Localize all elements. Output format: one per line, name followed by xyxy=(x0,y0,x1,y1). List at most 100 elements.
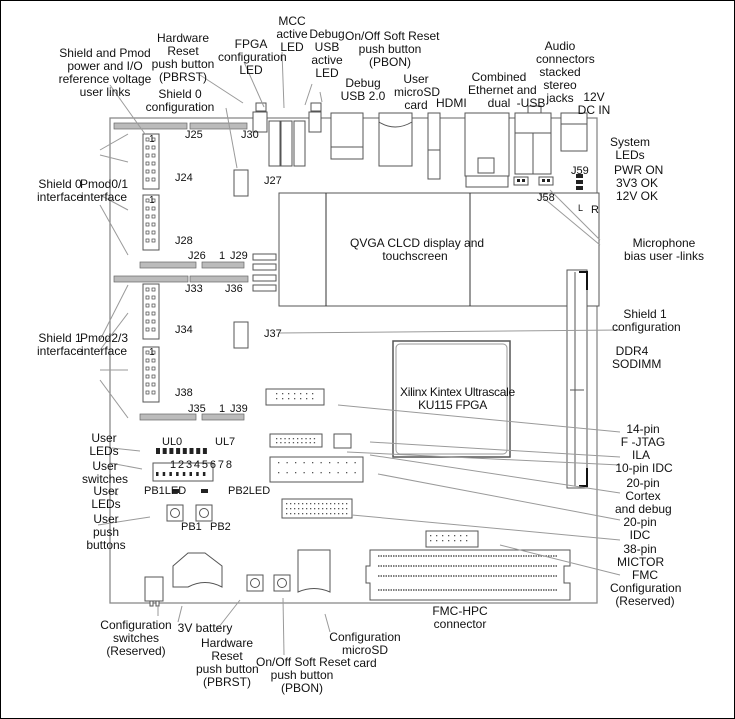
ref-j30: J30 xyxy=(241,129,259,141)
onoff-button-bottom[interactable] xyxy=(273,574,291,592)
ref-j36: J36 xyxy=(225,283,243,295)
ref-j27: J27 xyxy=(264,175,282,187)
ref-pb1led: PB1LED xyxy=(144,485,187,497)
ref-ul0: UL0 xyxy=(162,436,183,448)
fmc-hpc-connector xyxy=(365,549,571,601)
push-button-pb2[interactable] xyxy=(195,504,213,522)
onoff-button-top xyxy=(308,111,322,133)
led-pwr-on xyxy=(576,174,583,178)
jumper-j37 xyxy=(233,321,249,349)
ref-switch-numbers: 1 2 3 4 5 6 7 8 xyxy=(170,459,232,471)
ref-j38: J38 xyxy=(175,387,193,399)
ref-j58: J58 xyxy=(537,192,555,204)
ref-mic-l: L xyxy=(578,203,584,213)
config-jumper-2 xyxy=(252,263,277,271)
ref-j59: J59 xyxy=(571,165,589,177)
ref-pb1: PB1 xyxy=(181,521,202,533)
ref-pin1-j28: 1 xyxy=(149,195,155,206)
ref-j37: J37 xyxy=(264,328,282,340)
debug-usb-led xyxy=(310,102,322,112)
hardware-reset-button-bottom[interactable] xyxy=(246,574,264,592)
header-j25 xyxy=(113,122,248,130)
config-jumper-4 xyxy=(252,284,277,292)
ref-j26: J26 xyxy=(188,250,206,262)
jumper-j27 xyxy=(233,169,249,197)
user-leds xyxy=(156,448,207,454)
ref-j35: J35 xyxy=(188,403,206,415)
pb1-led xyxy=(172,489,179,493)
ref-j33: J33 xyxy=(185,283,203,295)
reset-button-top xyxy=(252,111,268,133)
config-microsd-slot xyxy=(297,549,331,593)
jtag-14pin xyxy=(265,388,325,406)
ref-j29: J29 xyxy=(230,250,248,262)
idc-20pin xyxy=(269,456,364,483)
ref-j34: J34 xyxy=(175,324,193,336)
ethernet-base xyxy=(465,175,509,188)
header-j35 xyxy=(139,413,197,421)
mcc-block-2 xyxy=(280,120,293,167)
header-j36 xyxy=(189,275,249,283)
hdmi-connector xyxy=(427,112,441,180)
ref-pb2led: PB2LED xyxy=(228,485,271,497)
ref-j29-pin: 1 xyxy=(219,250,226,262)
config-jumper-1 xyxy=(252,253,277,261)
ref-j39-pin: 1 xyxy=(219,403,226,415)
fpga-config-led xyxy=(255,102,267,112)
led-12v-ok xyxy=(576,186,583,190)
ref-j25: J25 xyxy=(185,129,203,141)
ref-pin1-j38: 1 xyxy=(149,347,155,358)
header-j39 xyxy=(201,413,245,421)
push-button-pb1[interactable] xyxy=(166,504,184,522)
led-3v3-ok xyxy=(576,180,583,184)
pmod-j34 xyxy=(142,283,160,340)
lcd-display xyxy=(278,192,600,307)
mcc-block-3 xyxy=(293,120,306,167)
mictor-38pin xyxy=(281,498,353,519)
debug-usb-connector xyxy=(330,112,364,160)
header-j33 xyxy=(113,275,189,283)
header-j29 xyxy=(201,261,245,269)
battery xyxy=(172,552,223,588)
fmc-config-header xyxy=(425,530,479,548)
callout-ila: ILA xyxy=(631,448,650,462)
ref-ul7: UL7 xyxy=(215,436,236,448)
ref-j24: J24 xyxy=(175,172,193,184)
ila-connector xyxy=(333,433,352,449)
config-jumper-3 xyxy=(252,274,277,282)
callout-battery: 3V battery xyxy=(177,621,233,635)
callout-idc10: 10-pin IDC xyxy=(615,461,673,475)
ddr4-sodimm xyxy=(566,269,588,489)
